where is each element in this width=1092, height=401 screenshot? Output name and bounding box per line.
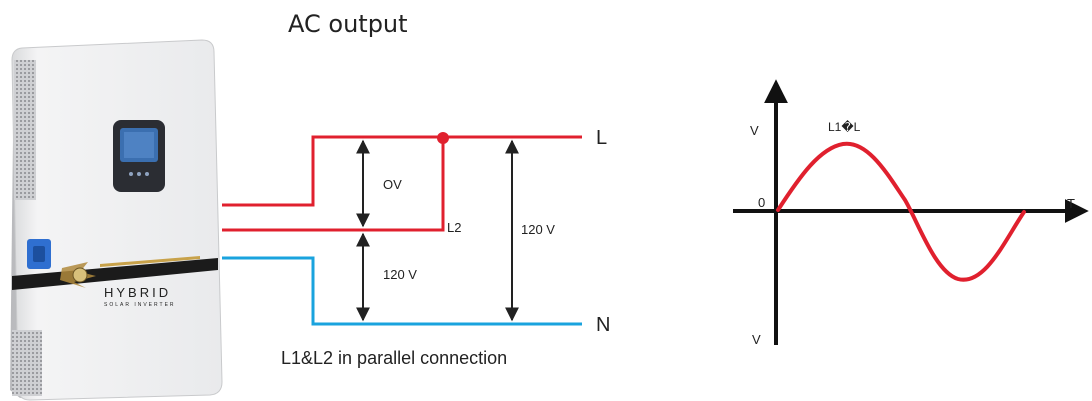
- l2-label: L2: [447, 220, 461, 235]
- diagram-caption: L1&L2 in parallel connection: [281, 348, 508, 368]
- inverter-black-band: [12, 258, 218, 290]
- wire-l1: [222, 135, 582, 207]
- voltage-label-total: 120 V: [521, 222, 555, 237]
- x-axis-label: T: [1067, 196, 1075, 211]
- origin-label: 0: [758, 195, 765, 210]
- inverter-illustration: HYBRID SOLAR INVERTER: [10, 39, 223, 401]
- voltage-label-top: OV: [383, 177, 402, 192]
- wiring-diagram: OV 120 V 120 V L2 L N: [222, 127, 610, 336]
- line-label-N: N: [596, 314, 610, 336]
- y-axis-label-bottom: V: [752, 332, 761, 347]
- wire-l2: [222, 137, 445, 232]
- brand-subtext: SOLAR INVERTER: [104, 302, 176, 308]
- waveform-curve: [776, 141, 1026, 282]
- brand-text: HYBRID: [104, 285, 171, 300]
- diagram-title: AC output: [288, 10, 408, 38]
- voltage-label-bottom: 120 V: [383, 267, 417, 282]
- junction-dot: [437, 132, 449, 144]
- curve-label: L1�L: [828, 120, 861, 134]
- side-vent-bottom: [12, 330, 42, 396]
- brand-logo: [60, 262, 96, 288]
- wire-neutral: [222, 256, 582, 326]
- y-axis-label-top: V: [750, 123, 759, 138]
- waveform-graph: V V T 0 L1�L: [733, 79, 1089, 347]
- side-vent-top: [14, 60, 36, 200]
- line-label-L: L: [596, 127, 607, 149]
